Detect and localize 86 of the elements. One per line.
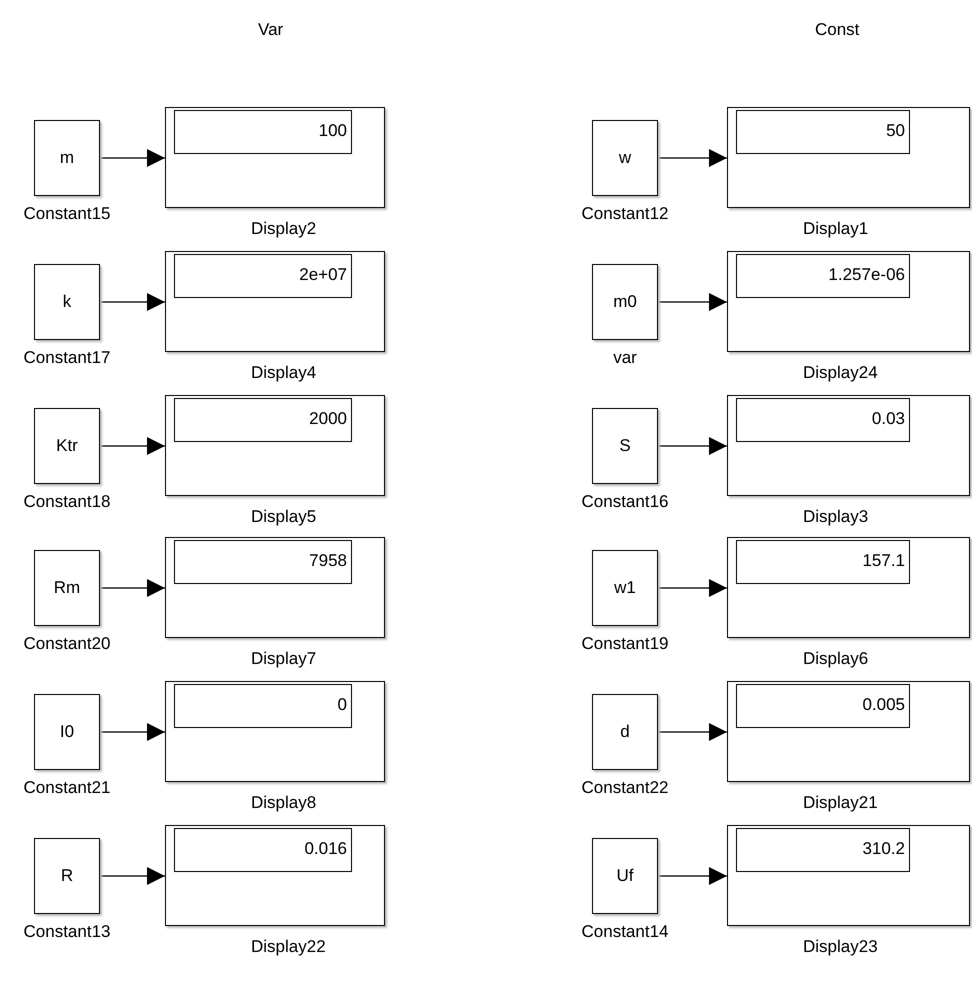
display-block xyxy=(727,825,970,926)
constant-name: Rm xyxy=(52,578,82,598)
display-block xyxy=(727,395,970,496)
column-heading: Var xyxy=(258,20,284,40)
block-name: Constant21 xyxy=(24,778,110,798)
block-name: Display21 xyxy=(803,793,878,813)
value-readout: 2e+07 xyxy=(174,254,352,298)
constant-block xyxy=(34,408,100,484)
value-readout: 0.005 xyxy=(736,684,910,728)
display-block xyxy=(165,107,385,208)
block-name: Display5 xyxy=(251,507,316,527)
display-block xyxy=(727,537,970,638)
block-name: Constant22 xyxy=(582,778,668,798)
constant-name: S xyxy=(618,436,632,456)
constant-name: I0 xyxy=(58,722,76,742)
signal-arrow xyxy=(100,437,165,455)
block-name: Constant18 xyxy=(24,492,110,512)
constant-block xyxy=(34,264,100,340)
block-name: Constant14 xyxy=(582,922,668,942)
constant-block xyxy=(34,550,100,626)
signal-arrow xyxy=(658,867,727,885)
display-block xyxy=(165,251,385,352)
block-name: Constant15 xyxy=(24,204,110,224)
constant-name: R xyxy=(60,866,74,886)
display-block xyxy=(165,825,385,926)
constant-name: w xyxy=(618,148,632,168)
value-readout: 50 xyxy=(736,110,910,154)
constant-name: Ktr xyxy=(55,436,79,456)
display-block xyxy=(727,107,970,208)
constant-block xyxy=(592,408,658,484)
block-name: Display8 xyxy=(251,793,316,813)
value-readout: 100 xyxy=(174,110,352,154)
signal-arrow xyxy=(658,437,727,455)
block-name: Display24 xyxy=(803,363,878,383)
constant-block xyxy=(592,264,658,340)
value-readout: 157.1 xyxy=(736,540,910,584)
block-name: Constant13 xyxy=(24,922,110,942)
value-readout: 2000 xyxy=(174,398,352,442)
signal-arrow xyxy=(100,293,165,311)
constant-name: k xyxy=(62,292,72,312)
block-name: Display7 xyxy=(251,649,316,669)
signal-arrow xyxy=(658,293,727,311)
constant-block xyxy=(592,550,658,626)
constant-block xyxy=(592,120,658,196)
signal-arrow xyxy=(100,149,165,167)
signal-arrow xyxy=(658,579,727,597)
block-name: Display23 xyxy=(803,937,878,957)
signal-arrow xyxy=(100,723,165,741)
block-name: Display3 xyxy=(803,507,868,527)
signal-arrow xyxy=(658,149,727,167)
display-block xyxy=(165,537,385,638)
constant-block xyxy=(34,694,100,770)
signal-arrow xyxy=(100,579,165,597)
value-readout: 310.2 xyxy=(736,828,910,872)
block-name: Display2 xyxy=(251,219,316,239)
constant-name: w1 xyxy=(613,578,637,598)
block-name: Constant19 xyxy=(582,634,668,654)
value-readout: 1.257e-06 xyxy=(736,254,910,298)
constant-name: m xyxy=(58,148,76,168)
signal-arrow xyxy=(100,867,165,885)
block-name: Constant17 xyxy=(24,348,110,368)
block-name: Constant16 xyxy=(582,492,668,512)
display-block xyxy=(165,395,385,496)
value-readout: 0 xyxy=(174,684,352,728)
constant-block xyxy=(592,838,658,914)
constant-name: m0 xyxy=(612,292,638,312)
block-name: var xyxy=(613,348,637,368)
value-readout: 7958 xyxy=(174,540,352,584)
constant-name: Uf xyxy=(616,866,634,886)
display-block xyxy=(165,681,385,782)
constant-block xyxy=(34,838,100,914)
column-heading: Const xyxy=(815,20,860,40)
value-readout: 0.03 xyxy=(736,398,910,442)
value-readout: 0.016 xyxy=(174,828,352,872)
constant-name: d xyxy=(619,722,631,742)
constant-block xyxy=(592,694,658,770)
signal-arrow xyxy=(658,723,727,741)
block-name: Constant20 xyxy=(24,634,110,654)
display-block xyxy=(727,251,970,352)
block-name: Constant12 xyxy=(582,204,668,224)
block-name: Display22 xyxy=(251,937,326,957)
constant-block xyxy=(34,120,100,196)
block-name: Display6 xyxy=(803,649,868,669)
block-name: Display4 xyxy=(251,363,316,383)
block-name: Display1 xyxy=(803,219,868,239)
display-block xyxy=(727,681,970,782)
